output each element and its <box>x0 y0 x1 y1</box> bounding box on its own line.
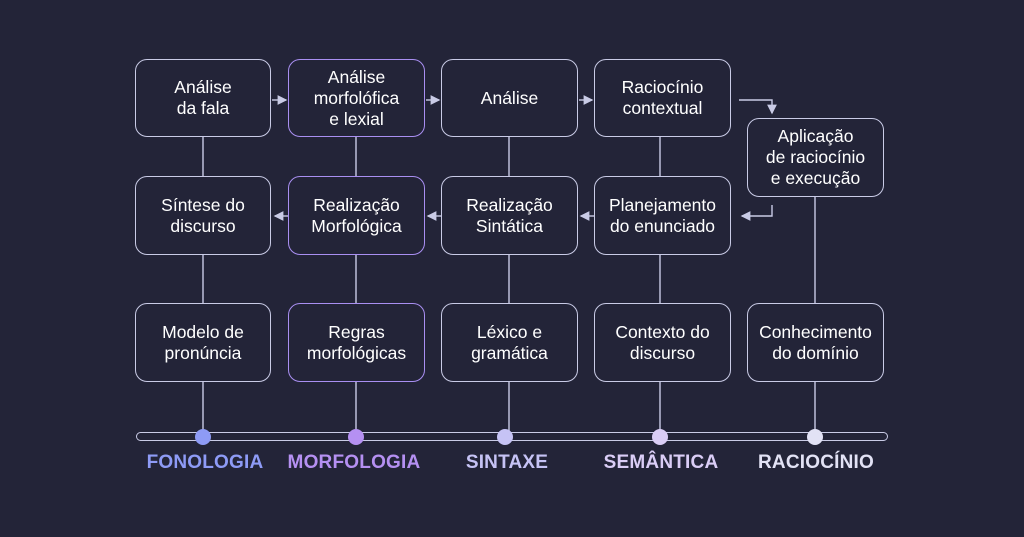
label-sintaxe: SINTAXE <box>465 452 549 473</box>
box-raciocinio-contextual: Raciocínio contextual <box>594 59 731 137</box>
timeline-dot-fonologia <box>195 429 211 445</box>
timeline-dot-raciocinio <box>807 429 823 445</box>
box-analise-da-fala: Análise da fala <box>135 59 271 137</box>
box-realizacao-sintatica: Realização Sintática <box>441 176 578 255</box>
box-conhecimento-do-dominio: Conhecimento do domínio <box>747 303 884 382</box>
box-realizacao-morfologica: Realização Morfológica <box>288 176 425 255</box>
box-lexico-e-gramatica: Léxico e gramática <box>441 303 578 382</box>
label-morfologia: MORFOLOGIA <box>287 452 421 473</box>
timeline-dot-sintaxe <box>497 429 513 445</box>
timeline-dot-semantica <box>652 429 668 445</box>
label-semantica: SEMÂNTICA <box>603 452 719 473</box>
box-sintese-do-discurso: Síntese do discurso <box>135 176 271 255</box>
label-fonologia: FONOLOGIA <box>146 452 264 473</box>
box-regras-morfologicas: Regras morfológicas <box>288 303 425 382</box>
box-analise-morfologica: Análise morfolófica e lexial <box>288 59 425 137</box>
timeline-dot-morfologia <box>348 429 364 445</box>
label-raciocinio: RACIOCÍNIO <box>758 452 874 473</box>
box-planejamento-do-enunciado: Planejamento do enunciado <box>594 176 731 255</box>
box-contexto-do-discurso: Contexto do discurso <box>594 303 731 382</box>
box-aplicacao-de-raciocinio: Aplicação de raciocínio e execução <box>747 118 884 197</box>
box-analise: Análise <box>441 59 578 137</box>
box-modelo-de-pronuncia: Modelo de pronúncia <box>135 303 271 382</box>
